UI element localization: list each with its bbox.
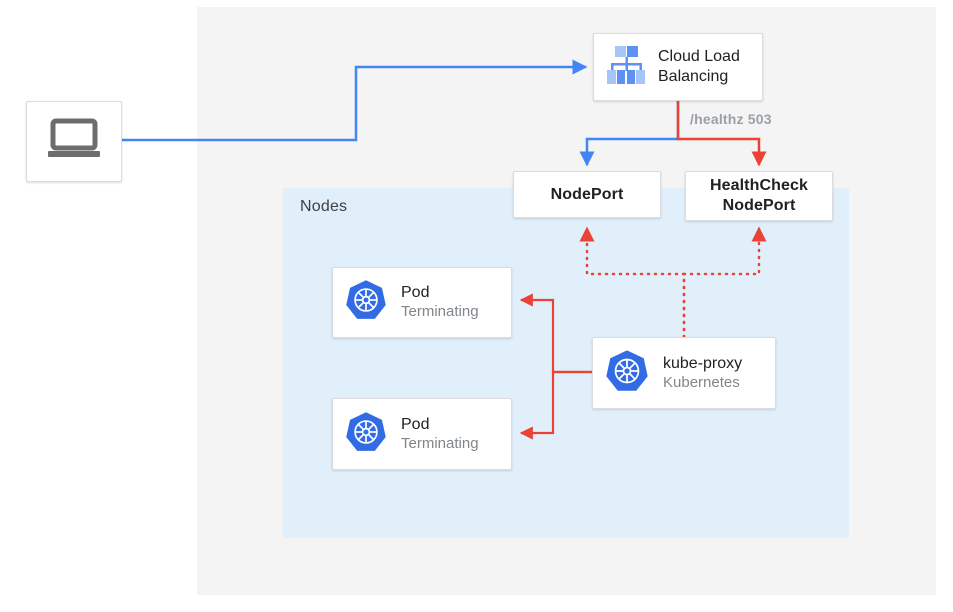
kube-proxy-subtitle: Kubernetes	[663, 373, 740, 391]
pod-node-2[interactable]: Pod Terminating	[332, 398, 512, 470]
kube-proxy-node[interactable]: kube-proxy Kubernetes	[592, 337, 776, 409]
nodeport-node[interactable]: NodePort	[513, 171, 661, 218]
pod-1-title: Pod	[401, 284, 430, 302]
pod-1-subtitle: Terminating	[401, 303, 479, 321]
cloud-load-balancing-node[interactable]: Cloud Load Balancing	[593, 33, 763, 101]
kube-proxy-texts: kube-proxy Kubernetes	[663, 354, 742, 393]
healthz-edge-label: /healthz 503	[690, 111, 772, 127]
kubernetes-icon	[345, 411, 387, 458]
cloud-load-balancing-title-line2: Balancing	[658, 68, 729, 85]
laptop-icon	[46, 118, 102, 165]
kubernetes-icon	[345, 279, 387, 326]
pod-2-title: Pod	[401, 415, 430, 433]
nodes-region-label: Nodes	[300, 198, 348, 215]
cloud-load-balancing-texts: Cloud Load Balancing	[658, 47, 740, 87]
healthcheck-nodeport-texts: HealthCheck NodePort	[710, 176, 808, 216]
kubernetes-icon	[605, 349, 649, 398]
cloud-load-balancing-title-line1: Cloud Load	[658, 48, 740, 65]
healthcheck-nodeport-node[interactable]: HealthCheck NodePort	[685, 171, 833, 221]
kube-proxy-title: kube-proxy	[663, 354, 743, 372]
pod-node-1[interactable]: Pod Terminating	[332, 267, 512, 338]
pod-2-subtitle: Terminating	[401, 434, 479, 452]
healthcheck-nodeport-title-line1: HealthCheck	[709, 177, 809, 194]
load-balancer-icon	[606, 45, 648, 89]
healthcheck-nodeport-title-line2: NodePort	[722, 197, 796, 214]
nodeport-title: NodePort	[550, 185, 624, 203]
pod-2-texts: Pod Terminating	[401, 415, 479, 454]
client-node[interactable]	[26, 101, 122, 182]
pod-1-texts: Pod Terminating	[401, 283, 479, 322]
